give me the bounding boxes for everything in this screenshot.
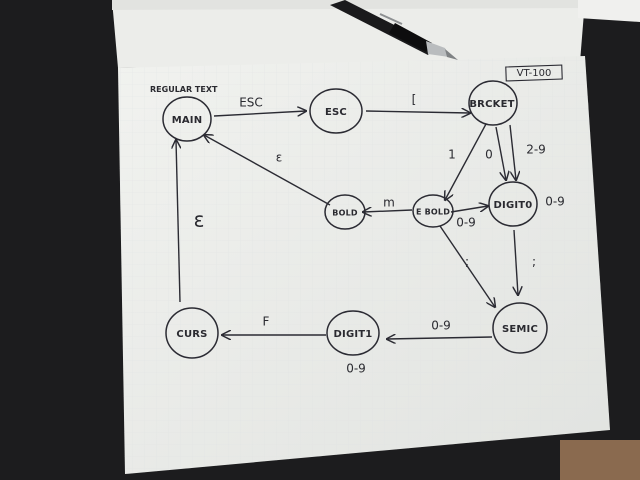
svg-text:ESC: ESC <box>325 107 347 118</box>
edge-bracket-digit0 <box>495 126 506 180</box>
edge-bracket-bold-e <box>445 123 487 200</box>
edge-label-bracket-digit0-zero: 0 <box>485 148 493 162</box>
edge-bold-main <box>204 135 331 206</box>
edge-label-bracket-digit0-range: 2-9 <box>526 143 546 157</box>
edge-label-bracket-bold-e: 1 <box>448 148 456 162</box>
edge-label-main-esc: ESC <box>239 96 263 110</box>
svg-text:DIGIT0: DIGIT0 <box>494 200 533 211</box>
edge-esc-bracket <box>365 111 470 113</box>
desk-corner <box>560 440 640 480</box>
svg-text:CURS: CURS <box>176 329 207 340</box>
notebook-page-grid <box>118 56 610 474</box>
page-title: VT-100 <box>517 68 552 79</box>
svg-text:BOLD: BOLD <box>332 209 358 218</box>
edge-bold-e-semic <box>439 225 495 307</box>
svg-text:DIGIT1: DIGIT1 <box>334 329 373 340</box>
edge-main-esc <box>213 111 306 117</box>
edge-curs-main <box>176 140 180 303</box>
pen <box>330 0 458 60</box>
svg-text:BRCKET: BRCKET <box>469 99 514 110</box>
node-esc: ESC <box>309 88 363 134</box>
node-curs: CURS <box>165 307 219 359</box>
edge-label-digit1-curs: F <box>263 315 270 329</box>
node-digit0: DIGIT0 <box>488 181 538 227</box>
edge-digit0-semic <box>514 229 518 295</box>
edge-bold-e-digit0 <box>450 206 488 213</box>
page-caption: REGULAR TEXT <box>150 85 218 94</box>
edge-label-esc-bracket: [ <box>412 93 417 107</box>
node-digit1: DIGIT1 <box>326 310 380 356</box>
edge-bold-e-bold <box>363 210 413 212</box>
loose-paper <box>578 0 640 22</box>
edge-label-bold-e-semic: ; <box>465 255 469 269</box>
edge-label-curs-main: ε <box>194 208 205 232</box>
notebook-top-page <box>112 0 585 68</box>
edge-label-bold-e-digit0: 0-9 <box>456 216 476 230</box>
node-bold: BOLD <box>324 194 366 230</box>
node-main: MAIN <box>162 96 212 142</box>
svg-text:E BOLD: E BOLD <box>416 208 450 217</box>
svg-text:MAIN: MAIN <box>172 115 203 126</box>
edge-label-digit1-loop: 0-9 <box>346 362 366 376</box>
edge-label-semic-digit1: 0-9 <box>431 319 451 333</box>
title-box: VT-100 <box>505 64 563 82</box>
edge-label-digit0-semic: ; <box>532 255 536 269</box>
node-bracket: BRCKET <box>468 80 518 126</box>
edge-label-bold-e-bold: m <box>383 196 395 210</box>
edge-semic-digit1 <box>387 337 493 339</box>
svg-text:SEMIC: SEMIC <box>502 324 538 335</box>
edge-label-digit0-loop: 0-9 <box>545 195 565 209</box>
edge-bracket-digit0-range <box>509 124 516 180</box>
node-semic: SEMIC <box>492 302 548 354</box>
edge-label-bold-main: ε <box>276 151 283 165</box>
node-bold-e: E BOLD <box>412 194 454 228</box>
